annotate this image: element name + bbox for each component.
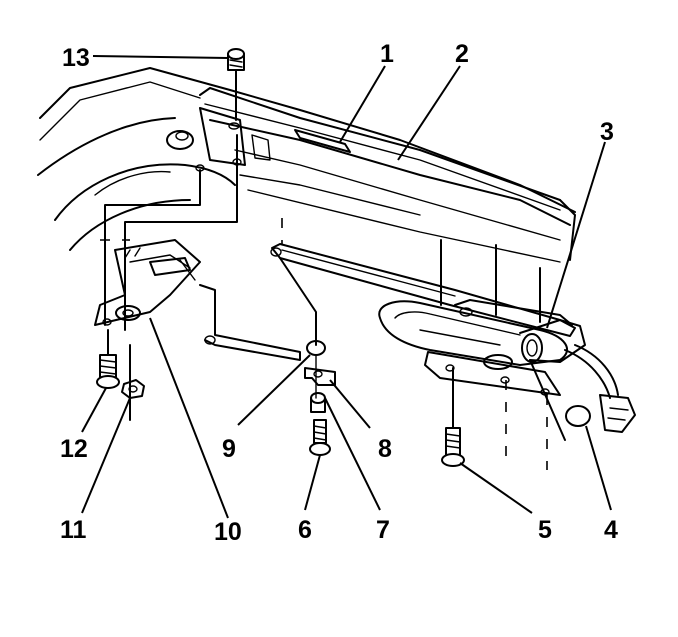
callout-7: 7 <box>376 516 390 544</box>
mounting-bracket <box>94 239 301 361</box>
callout-2: 2 <box>455 40 469 68</box>
leader-lines <box>81 55 612 519</box>
callout-4: 4 <box>604 516 618 544</box>
callout-5: 5 <box>538 516 552 544</box>
callout-10: 10 <box>214 518 242 546</box>
alignment-lines <box>100 134 566 470</box>
bolt-5-graphic <box>441 427 465 467</box>
callout-8: 8 <box>378 435 392 463</box>
callout-1: 1 <box>380 40 394 68</box>
bolt-6-graphic <box>309 419 331 456</box>
bolt-13-graphic <box>227 48 245 121</box>
callout-11: 11 <box>60 516 87 544</box>
screw-12-graphic <box>96 354 120 389</box>
callout-3: 3 <box>600 118 614 146</box>
wiper-linkage <box>270 243 576 337</box>
linkage-clip <box>304 340 336 386</box>
wiper-motor-assembly <box>378 299 636 433</box>
callout-13: 13 <box>62 44 90 72</box>
stud-7-graphic <box>310 392 326 413</box>
callout-12: 12 <box>60 435 88 463</box>
callout-6: 6 <box>298 516 312 544</box>
callout-labels: 13 1 2 3 12 9 8 11 10 6 7 5 4 <box>60 40 618 546</box>
nut-11-graphic <box>121 379 145 399</box>
callout-9: 9 <box>222 435 236 463</box>
vehicle-body-panel <box>37 67 576 263</box>
